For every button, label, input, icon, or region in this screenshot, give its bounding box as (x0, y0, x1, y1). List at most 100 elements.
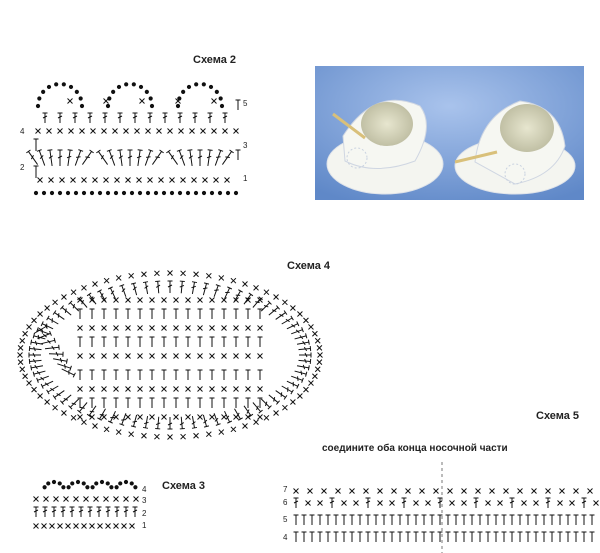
half-double-symbol (565, 531, 571, 542)
half-double-symbol (317, 514, 323, 525)
double-crochet-symbol (132, 112, 138, 123)
chain-stitch-symbol (133, 485, 138, 490)
double-crochet-symbol (28, 346, 42, 352)
half-double-symbol (137, 336, 143, 347)
single-crochet-symbol (17, 359, 24, 366)
single-crochet-symbol (149, 325, 155, 331)
single-crochet-symbol (175, 98, 181, 104)
single-crochet-symbol (257, 353, 263, 359)
double-crochet-symbol (57, 363, 72, 371)
half-double-symbol (557, 531, 563, 542)
scheme-2-row-5: 5 (243, 99, 248, 108)
single-crochet-symbol (81, 177, 87, 183)
chain-stitch-symbol (185, 190, 191, 196)
single-crochet-symbol (230, 426, 237, 433)
half-double-symbol (173, 397, 179, 408)
single-crochet-symbol (125, 325, 131, 331)
chain-stitch-symbol (73, 190, 79, 196)
single-crochet-symbol (263, 414, 270, 421)
double-crochet-symbol (286, 380, 300, 389)
chain-stitch-symbol (148, 96, 153, 101)
single-crochet-symbol (89, 523, 95, 529)
single-crochet-symbol (185, 414, 191, 420)
double-crochet-symbol (187, 149, 193, 166)
double-crochet-symbol (48, 351, 64, 357)
single-crochet-symbol (282, 299, 288, 306)
single-crochet-symbol (209, 414, 215, 420)
single-crochet-symbol (335, 488, 341, 494)
single-crochet-symbol (185, 297, 191, 303)
single-crochet-symbol (43, 496, 49, 502)
single-crochet-symbol (209, 297, 215, 303)
chain-stitch-symbol (113, 190, 119, 196)
single-crochet-symbol (33, 523, 39, 529)
single-crochet-symbol (161, 386, 167, 392)
scheme-5-note: соедините оба конца носочной части (322, 443, 508, 454)
chain-stitch-symbol (81, 190, 87, 196)
single-crochet-symbol (242, 423, 248, 429)
scheme-3-row-1: 1 (142, 521, 147, 530)
double-crochet-symbol (117, 112, 123, 123)
single-crochet-symbol (419, 488, 425, 494)
chain-stitch-symbol (90, 485, 95, 490)
single-crochet-symbol (185, 353, 191, 359)
half-double-symbol (525, 531, 531, 542)
half-double-symbol (589, 531, 595, 542)
double-crochet-symbol (179, 416, 185, 430)
chain-stitch-symbol (75, 479, 81, 485)
half-double-symbol (581, 531, 587, 542)
half-double-symbol (365, 514, 371, 525)
single-crochet-symbol (317, 500, 323, 506)
half-double-symbol (89, 336, 95, 347)
single-crochet-symbol (128, 431, 135, 438)
single-crochet-symbol (123, 496, 129, 502)
double-crochet-symbol (86, 405, 97, 418)
single-crochet-symbol (79, 128, 85, 134)
half-double-symbol (257, 336, 263, 347)
half-double-symbol (185, 336, 191, 347)
single-crochet-symbol (125, 297, 131, 303)
double-crochet-symbol (28, 358, 42, 364)
half-double-symbol (421, 514, 427, 525)
double-crochet-symbol (61, 368, 76, 378)
single-crochet-symbol (316, 344, 323, 351)
single-crochet-symbol (433, 488, 439, 494)
half-double-symbol (101, 397, 107, 408)
single-crochet-symbol (475, 488, 481, 494)
single-crochet-symbol (245, 414, 251, 420)
half-double-symbol (125, 336, 131, 347)
chain-stitch-symbol (217, 190, 223, 196)
half-double-symbol (301, 514, 307, 525)
double-crochet-symbol (41, 337, 56, 345)
half-double-symbol (245, 336, 251, 347)
half-double-symbol (541, 531, 547, 542)
half-double-symbol (325, 531, 331, 542)
single-crochet-symbol (101, 325, 107, 331)
double-crochet-symbol (298, 346, 312, 352)
scheme-4-title: Схема 4 (287, 260, 331, 272)
half-double-symbol (333, 514, 339, 525)
single-crochet-symbol (185, 386, 191, 392)
half-double-symbol (309, 514, 315, 525)
single-crochet-symbol (89, 353, 95, 359)
double-crochet-symbol (68, 398, 80, 410)
single-crochet-symbol (230, 277, 237, 284)
half-double-symbol (221, 397, 227, 408)
single-crochet-symbol (113, 523, 119, 529)
single-crochet-symbol (221, 325, 227, 331)
single-crochet-symbol (209, 325, 215, 331)
double-crochet-symbol (299, 352, 312, 358)
single-crochet-symbol (321, 488, 327, 494)
left-bootie (326, 99, 444, 195)
single-crochet-symbol (59, 177, 65, 183)
single-crochet-symbol (193, 432, 199, 439)
double-crochet-symbol (286, 321, 300, 330)
single-crochet-symbol (161, 414, 167, 420)
double-crochet-symbol (176, 149, 186, 166)
single-crochet-symbol (257, 414, 263, 420)
half-double-symbol (509, 514, 515, 525)
half-double-symbol (461, 514, 467, 525)
half-double-symbol (149, 308, 155, 319)
single-crochet-symbol (141, 432, 147, 439)
double-crochet-symbol (66, 149, 73, 166)
